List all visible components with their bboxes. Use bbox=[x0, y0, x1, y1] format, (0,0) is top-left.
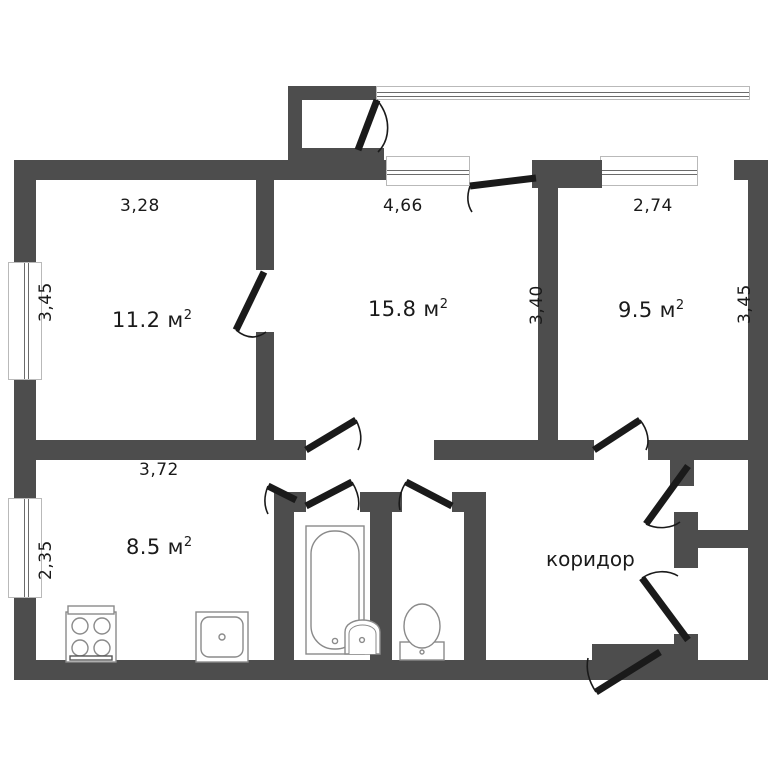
area-room2-sup: 2 bbox=[439, 297, 449, 312]
dimension-kitchen-top: 3,72 bbox=[139, 460, 179, 480]
area-room1-sup: 2 bbox=[183, 308, 193, 323]
partition-room1-room2-lower bbox=[256, 332, 274, 450]
window-room3-top bbox=[600, 156, 698, 186]
door-balcony bbox=[354, 98, 389, 153]
closet-divider-middle bbox=[674, 530, 752, 548]
dimension-room1-left: 3,45 bbox=[36, 282, 56, 322]
partition-room1-room2-upper bbox=[256, 180, 274, 270]
dimension-room3-right: 3,45 bbox=[735, 284, 755, 324]
dimension-room2-right: 3,40 bbox=[527, 285, 547, 325]
window-room2-top bbox=[386, 156, 470, 186]
closet-jamb-lower bbox=[674, 634, 698, 662]
exterior-wall-top-middle bbox=[288, 160, 388, 180]
corridor-entry-jamb bbox=[592, 644, 674, 662]
area-room1: 11.2 м2 bbox=[112, 308, 192, 332]
exterior-wall-bottom bbox=[14, 660, 768, 680]
area-kitchen-value: 8.5 м bbox=[126, 535, 184, 559]
door-closet-lower bbox=[639, 570, 691, 643]
balcony-wall-left bbox=[288, 86, 302, 162]
partition-room2-corridor bbox=[274, 440, 306, 460]
partition-room3-top-block bbox=[532, 160, 602, 188]
partition-room3-door-jamb-left bbox=[534, 440, 594, 460]
closet-partition-upper bbox=[670, 460, 694, 486]
partition-toilet-corridor bbox=[464, 506, 486, 660]
bathtub-icon bbox=[305, 525, 365, 655]
door-room2-top bbox=[467, 174, 537, 213]
dimension-room1-top: 3,28 bbox=[120, 196, 160, 216]
dimension-room3-top: 2,74 bbox=[633, 196, 673, 216]
partition-bathroom-toilet bbox=[370, 506, 392, 660]
window-left-lower bbox=[8, 498, 42, 598]
area-kitchen: 8.5 м2 bbox=[126, 535, 193, 559]
area-room3-value: 9.5 м bbox=[618, 298, 676, 322]
exterior-wall-right bbox=[748, 160, 768, 680]
kitchen-sink-icon bbox=[195, 611, 249, 663]
door-room1 bbox=[232, 270, 268, 338]
dimension-room2-top: 4,66 bbox=[383, 196, 423, 216]
door-room3 bbox=[592, 417, 649, 453]
closet-jamb-mid-upper bbox=[674, 512, 698, 532]
door-room2-corridor bbox=[304, 416, 362, 454]
area-room3: 9.5 м2 bbox=[618, 298, 685, 322]
door-bathroom bbox=[304, 478, 360, 511]
area-room1-value: 11.2 м bbox=[112, 308, 184, 332]
balcony-wall-top-left bbox=[288, 86, 378, 100]
bathroom-top-wall-left bbox=[274, 492, 306, 512]
dimension-kitchen-left: 2,35 bbox=[36, 540, 56, 580]
area-room3-sup: 2 bbox=[675, 298, 685, 313]
closet-jamb-mid-lower bbox=[674, 546, 698, 568]
partition-room3-corridor bbox=[648, 440, 748, 460]
area-corridor: коридор bbox=[546, 547, 635, 571]
exterior-wall-top-left bbox=[14, 160, 288, 180]
partition-kitchen-bathroom bbox=[274, 506, 294, 660]
door-toilet bbox=[398, 478, 454, 511]
partition-room1-kitchen bbox=[36, 440, 294, 460]
window-left-upper bbox=[8, 262, 42, 380]
exterior-wall-left bbox=[14, 160, 36, 680]
balcony-glazing bbox=[376, 86, 750, 100]
partition-corridor-top bbox=[434, 440, 538, 460]
stove-icon bbox=[65, 605, 117, 663]
area-room2: 15.8 м2 bbox=[368, 297, 448, 321]
area-kitchen-sup: 2 bbox=[183, 535, 193, 550]
toilet-icon bbox=[399, 603, 445, 661]
area-room2-value: 15.8 м bbox=[368, 297, 440, 321]
partition-room2-room3 bbox=[538, 180, 558, 448]
balcony-wall-bottom-left bbox=[288, 148, 378, 162]
